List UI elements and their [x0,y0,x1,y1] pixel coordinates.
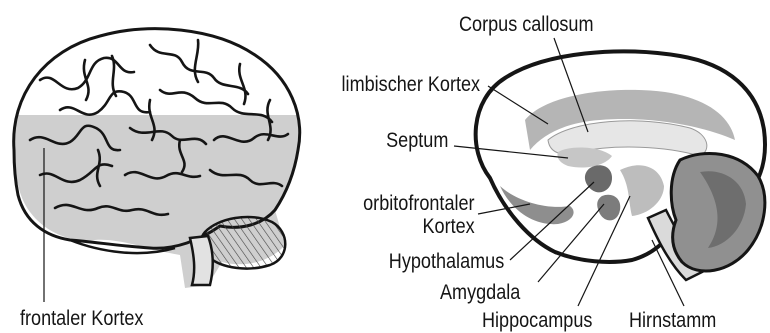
label-orbitofrontal-line2: Kortex [423,216,475,237]
label-hippocampus: Hippocampus [482,310,592,331]
lateral-brainstem [190,236,213,285]
lateral-brain-view [14,29,300,302]
label-amygdala: Amygdala [440,282,520,303]
label-orbitofrontal-line1: orbitofrontaler [364,193,475,214]
label-corpus-callosum: Corpus callosum [459,14,594,35]
label-brainstem: Hirnstamm [629,310,716,331]
label-septum: Septum [386,130,448,151]
label-limbic-cortex: limbischer Kortex [341,74,480,95]
label-hypothalamus: Hypothalamus [389,251,504,272]
label-frontal-cortex: frontaler Kortex [20,308,143,329]
